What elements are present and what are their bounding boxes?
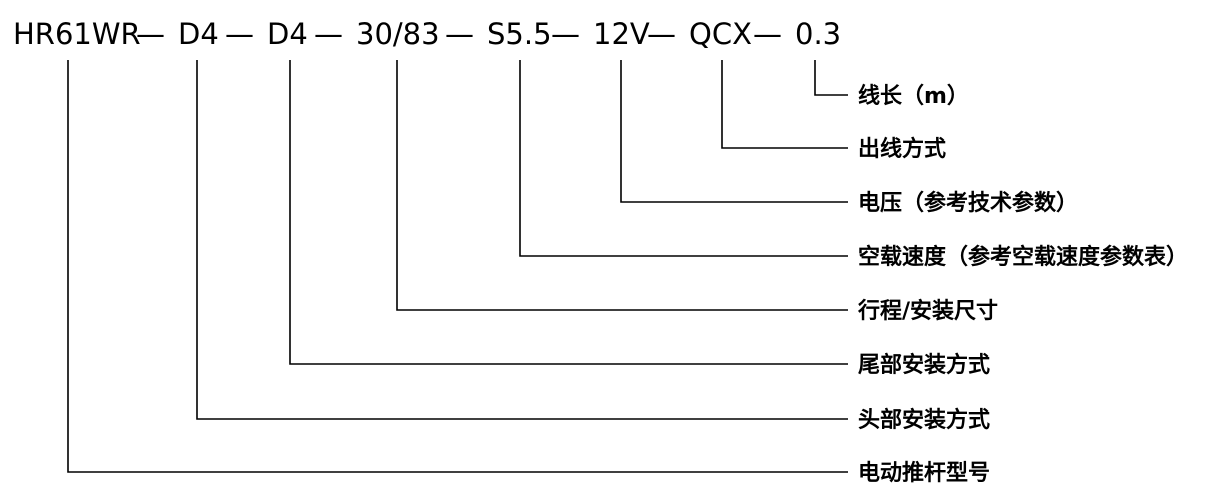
label-stroke-size: 行程/安装尺寸 — [857, 298, 998, 324]
leader-line-wiring — [721, 60, 848, 149]
leader-line-stroke — [396, 60, 848, 311]
label-no-load-speed: 空载速度（参考空载速度参数表） — [858, 244, 1188, 270]
code-separator: — — [445, 17, 474, 51]
code-separator: — — [314, 17, 343, 51]
code-segment-tail-mount: D4 — [267, 17, 308, 51]
leader-line-head-mount — [196, 60, 848, 420]
code-segment-voltage: 12V — [593, 17, 650, 51]
leader-line-speed — [519, 60, 848, 257]
code-segment-head-mount: D4 — [178, 17, 219, 51]
code-segment-wire-length: 0.3 — [795, 17, 841, 51]
code-segment-speed: S5.5 — [487, 17, 552, 51]
model-code: HR61WR — D4 — D4 — 30/83 — S5.5 — 12V — … — [13, 17, 841, 51]
leader-line-voltage — [620, 60, 848, 203]
code-segment-model: HR61WR — [13, 17, 141, 51]
code-separator: — — [753, 17, 782, 51]
code-separator: — — [551, 17, 580, 51]
code-separator: — — [647, 17, 676, 51]
labels: 线长（m） 出线方式 电压（参考技术参数） 空载速度（参考空载速度参数表） 行程… — [857, 83, 1188, 486]
code-separator: — — [136, 17, 165, 51]
code-segment-wiring: QCX — [689, 17, 752, 51]
leader-line-model — [67, 60, 848, 473]
leader-line-tail-mount — [289, 60, 848, 365]
label-wiring-method: 出线方式 — [858, 136, 946, 162]
label-actuator-model: 电动推杆型号 — [858, 461, 990, 486]
leader-line-wire-length — [814, 60, 848, 96]
code-segment-stroke: 30/83 — [356, 17, 440, 51]
leader-lines — [67, 60, 848, 473]
label-wire-length: 线长（m） — [858, 83, 969, 109]
label-head-mount: 头部安装方式 — [858, 407, 990, 433]
label-voltage: 电压（参考技术参数） — [858, 190, 1078, 216]
code-separator: — — [225, 17, 254, 51]
label-tail-mount: 尾部安装方式 — [858, 352, 990, 378]
